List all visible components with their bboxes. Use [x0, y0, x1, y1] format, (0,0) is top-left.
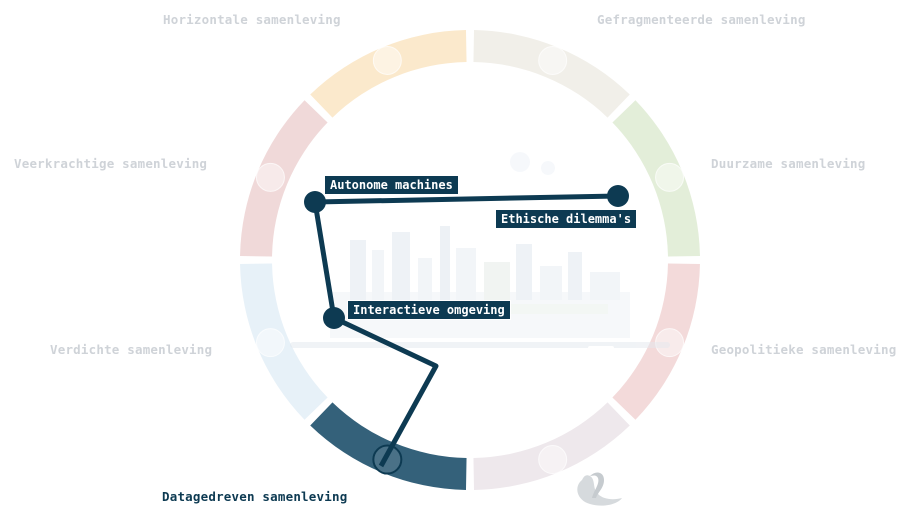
segment-label-duurzame[interactable]: Duurzame samenleving	[711, 156, 866, 171]
route-node-autonome-machines[interactable]	[304, 191, 326, 213]
segment-label-veerkrachtige[interactable]: Veerkrachtige samenleving	[14, 156, 208, 171]
segment-label-horizontale[interactable]: Horizontale samenleving	[163, 12, 341, 27]
segment-label-datagedreven[interactable]: Datagedreven samenleving	[162, 489, 348, 504]
segment-label-geopolitieke[interactable]: Geopolitieke samenleving	[711, 342, 897, 357]
route-path	[304, 185, 629, 468]
segment-verdichte[interactable]	[240, 263, 328, 420]
segment-marker-veerkrachtige[interactable]	[255, 162, 285, 192]
segment-marker-verdichte[interactable]	[255, 328, 285, 358]
tag-ethische-dilemmas[interactable]: Ethische dilemma's	[494, 209, 638, 229]
segment-ring	[240, 30, 700, 490]
segment-horizontale[interactable]	[310, 30, 467, 118]
segment-marker-duurzame[interactable]	[655, 162, 685, 192]
segment-marker-horizontale[interactable]	[372, 45, 402, 75]
segment-label-verdichte[interactable]: Verdichte samenleving	[50, 342, 213, 357]
segment-duurzame[interactable]	[612, 100, 700, 257]
segment-bottom-right[interactable]	[473, 402, 630, 490]
segment-marker-bottom-right[interactable]	[538, 445, 568, 475]
segment-label-gefragmenteerde[interactable]: Gefragmenteerde samenleving	[597, 12, 806, 27]
segment-veerkrachtige[interactable]	[240, 100, 328, 257]
segment-gefragmenteerde[interactable]	[473, 30, 630, 118]
route-node-interactieve-omgeving[interactable]	[323, 307, 345, 329]
segment-marker-gefragmenteerde[interactable]	[538, 45, 568, 75]
tag-autonome-machines[interactable]: Autonome machines	[324, 175, 459, 195]
swan-logo-icon	[577, 472, 622, 506]
route-node-ethische-dilemmas[interactable]	[607, 185, 629, 207]
segment-geopolitieke[interactable]	[612, 263, 700, 420]
tag-interactieve-omgeving[interactable]: Interactieve omgeving	[347, 300, 511, 320]
